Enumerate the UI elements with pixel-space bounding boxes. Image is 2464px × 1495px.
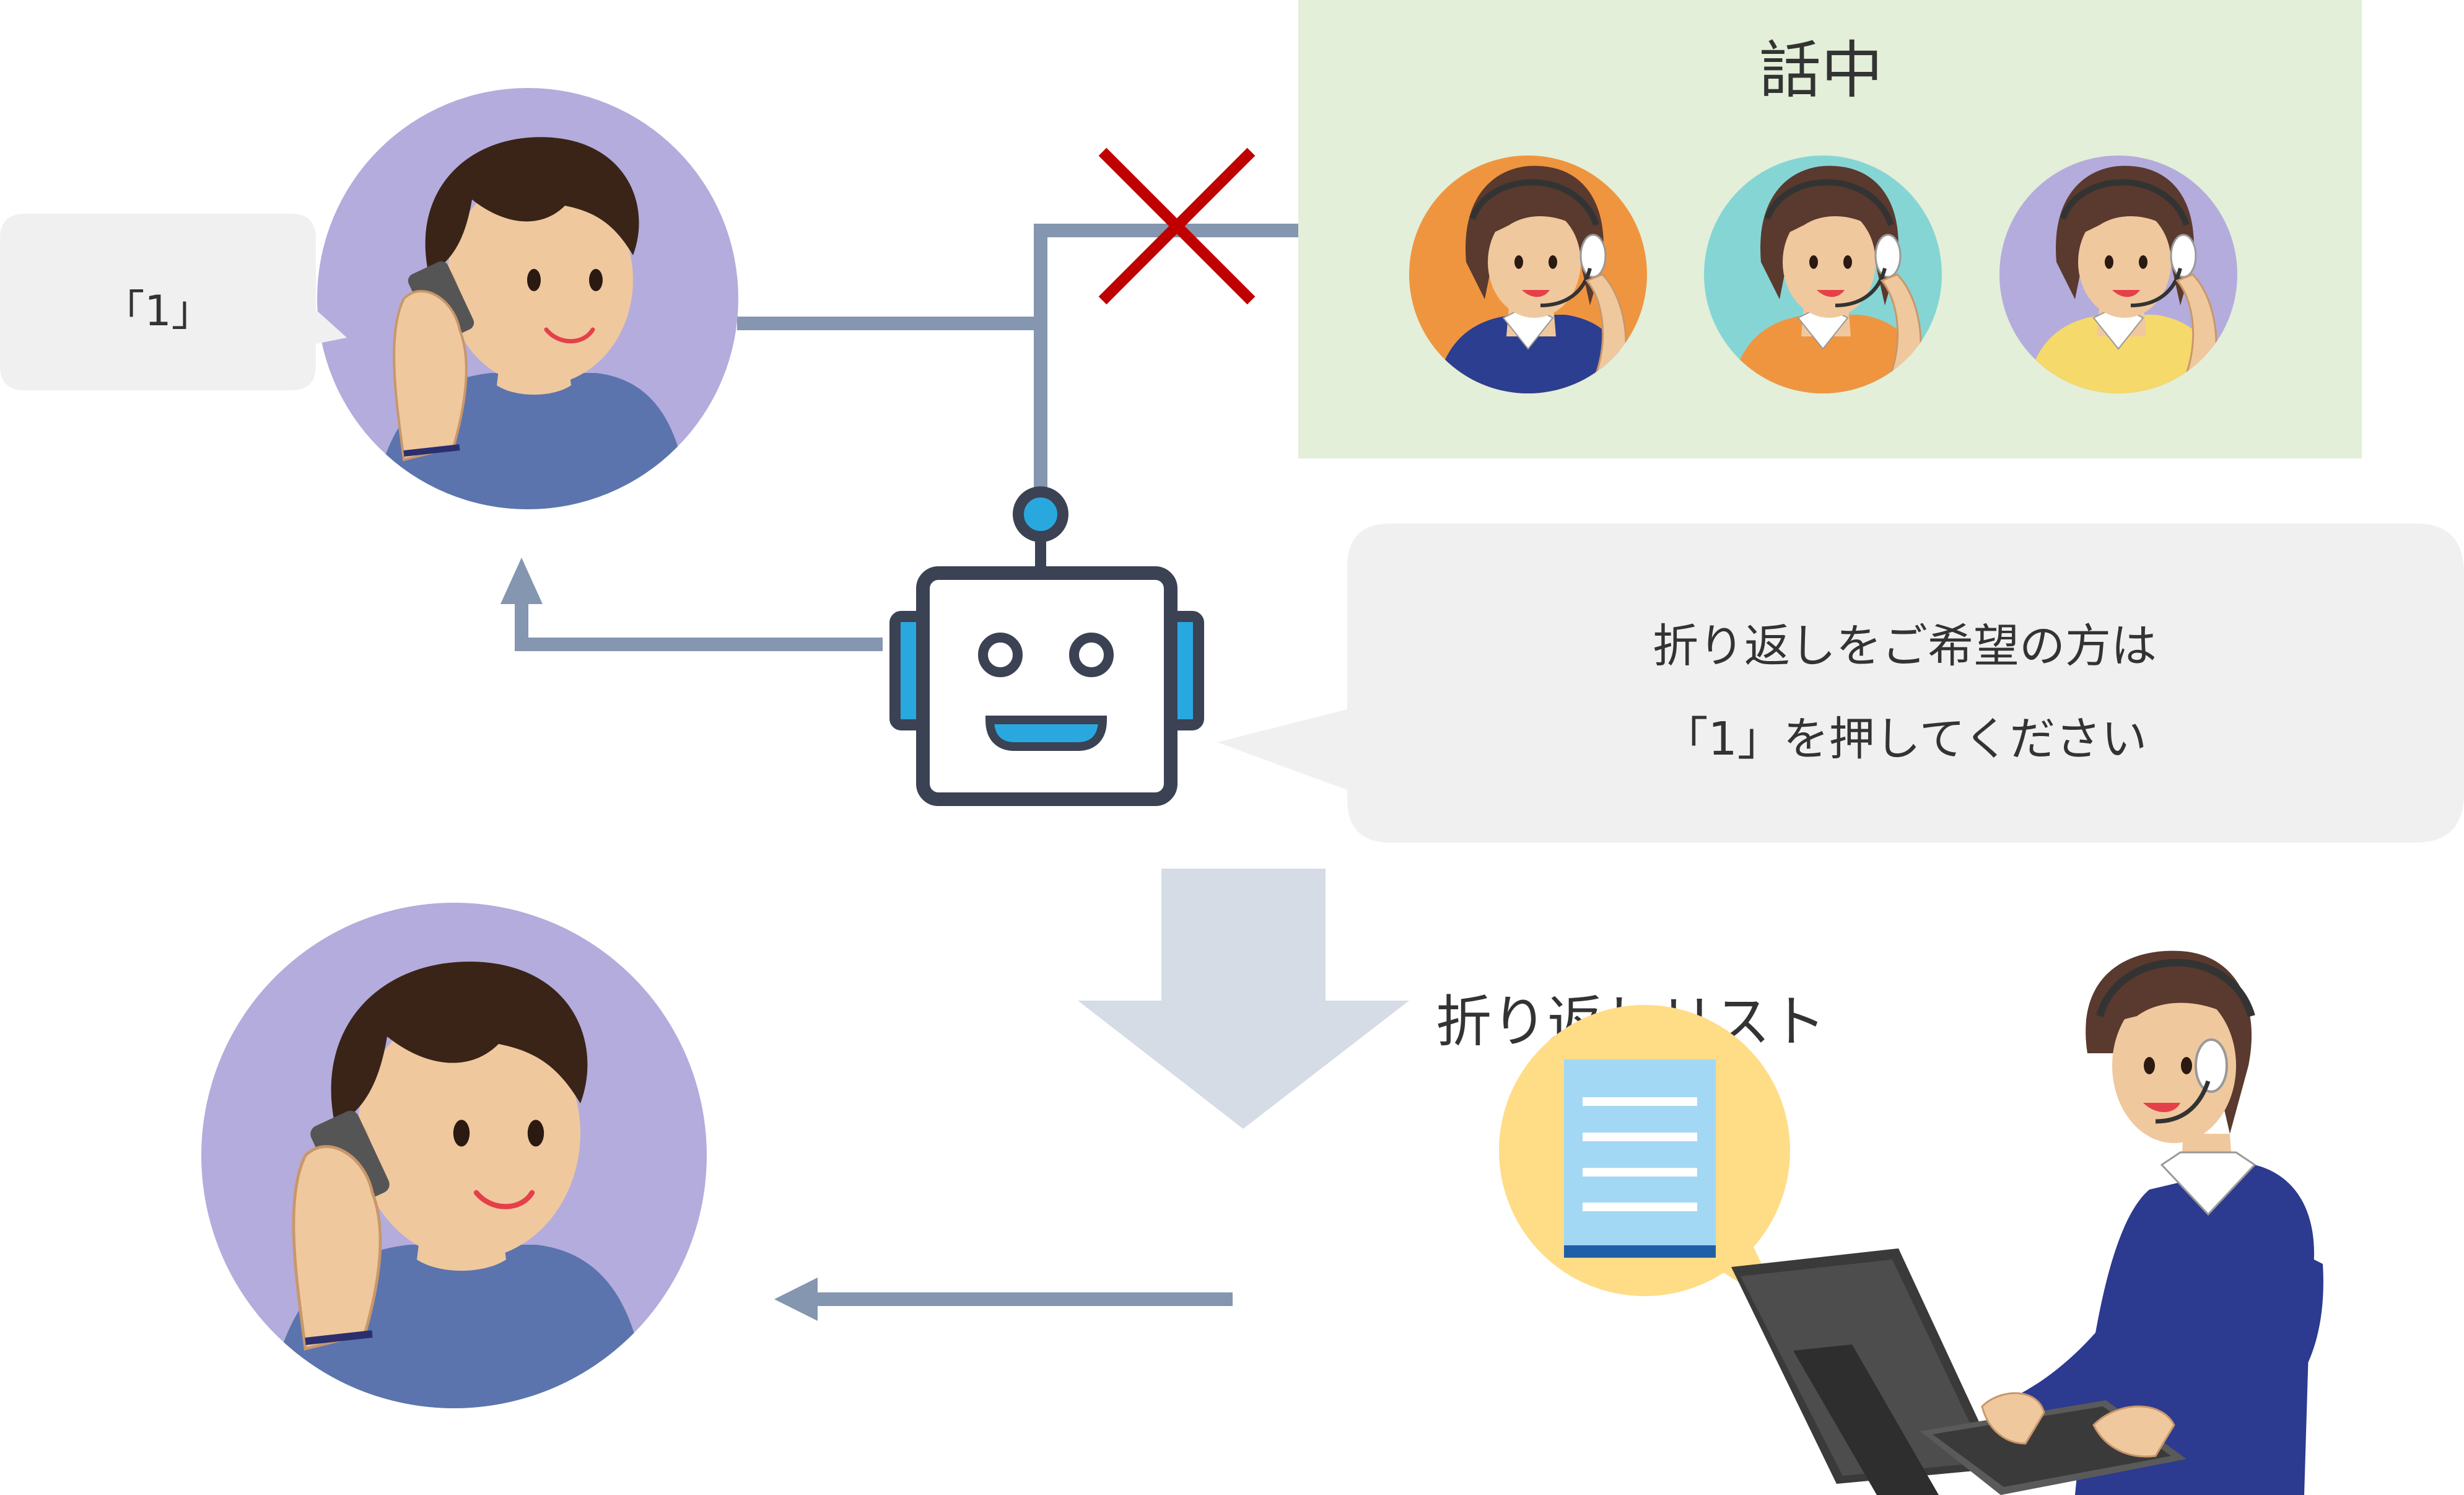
blocked-cross-icon xyxy=(1098,147,1256,305)
operator-teal xyxy=(1704,156,1942,398)
document-list-icon xyxy=(1564,1059,1716,1258)
customer-bottom-avatar xyxy=(201,903,707,1408)
busy-panel: 話中 xyxy=(1298,0,2362,458)
callback-arrow xyxy=(774,1278,1233,1321)
busy-panel-title: 話中 xyxy=(1759,34,1883,107)
computer-monitor-icon xyxy=(1731,1248,2001,1495)
operator-at-computer xyxy=(1731,950,2323,1495)
robot-speech-bubble: 折り返しをご希望の方は 「1」を押してください xyxy=(1217,524,2464,843)
customer-speech-bubble: 「1」 xyxy=(0,214,347,390)
callback-list-bubble xyxy=(1499,1005,1790,1310)
operator-orange xyxy=(1409,156,1647,398)
operator-purple xyxy=(1999,156,2237,398)
robot-icon xyxy=(889,486,1204,806)
robot-speech-line1: 折り返しをご希望の方は xyxy=(1653,620,2157,673)
connection-lines xyxy=(737,224,1298,489)
return-arrow xyxy=(500,558,883,651)
flow-down-arrow xyxy=(1078,869,1409,1129)
customer-top-avatar xyxy=(317,88,738,509)
customer-speech-text: 「1」 xyxy=(102,287,213,336)
robot-speech-line2: 「1」を押してください xyxy=(1662,712,2147,766)
